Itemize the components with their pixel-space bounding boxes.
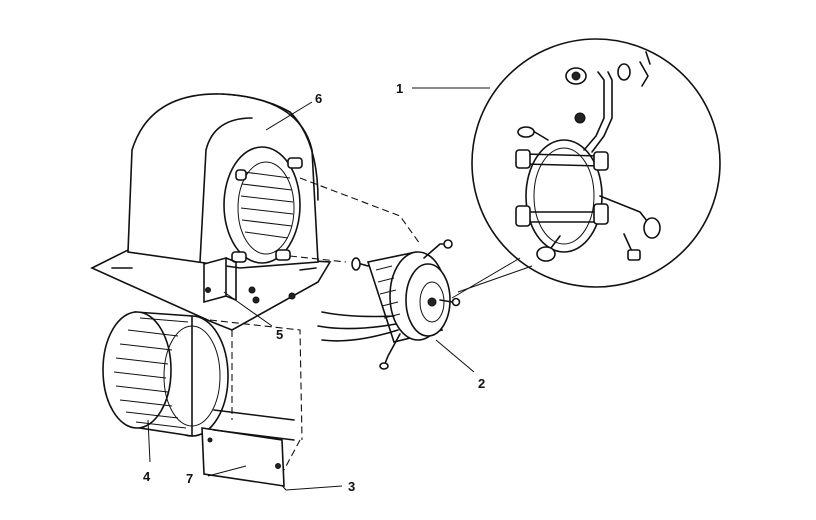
callout-3: 3 xyxy=(348,479,355,494)
callout-4: 4 xyxy=(143,469,151,484)
callout-2: 2 xyxy=(478,376,485,391)
motor-mount-detail-circle xyxy=(471,38,721,288)
motor-bracket-panel xyxy=(201,409,295,487)
callout-1: 1 xyxy=(396,81,403,96)
callout-6: 6 xyxy=(315,91,322,106)
blower-motor xyxy=(317,239,461,370)
capacitor-bracket xyxy=(203,256,296,304)
callout-5: 5 xyxy=(276,327,283,342)
mounting-frame-dashed xyxy=(209,177,421,491)
blower-wheel xyxy=(102,311,229,437)
leader-lines xyxy=(147,87,533,491)
blower-housing xyxy=(90,93,332,331)
callout-7: 7 xyxy=(186,471,193,486)
